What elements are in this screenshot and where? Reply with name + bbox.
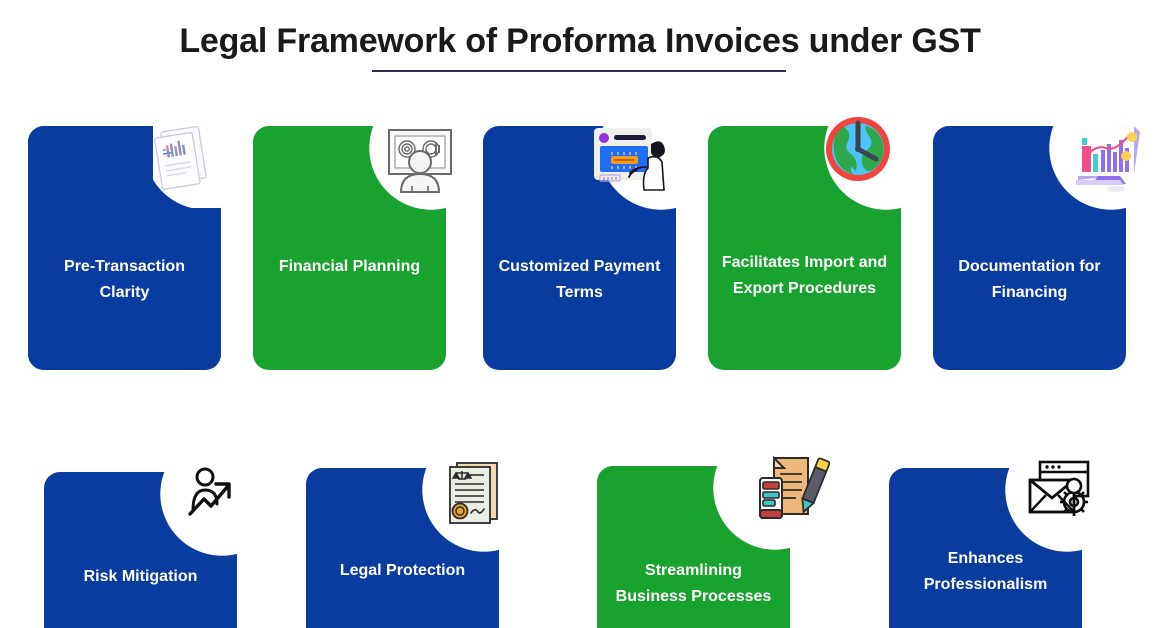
card-label: Facilitates Import and Export Procedures — [721, 254, 888, 297]
card-label: Legal Protection — [339, 562, 466, 579]
card-streamlining-business-processes[interactable]: Streamlining Business Processes — [597, 466, 790, 628]
page-title-block: Legal Framework of Proforma Invoices und… — [0, 0, 1160, 61]
card-pre-transaction-clarity[interactable]: Pre-Transaction Clarity — [28, 126, 221, 370]
card-label: Pre-Transaction Clarity — [64, 258, 185, 301]
globe-clock-icon — [822, 113, 894, 185]
page-title: Legal Framework of Proforma Invoices und… — [179, 22, 981, 60]
documents-chart-icon — [148, 122, 218, 194]
document-pen-phone-icon — [756, 452, 830, 524]
person-presentation-icon — [383, 124, 457, 194]
card-label: Documentation for Financing — [958, 258, 1101, 301]
card-label: Customized Payment Terms — [498, 258, 661, 301]
online-payment-screen-icon — [590, 122, 670, 196]
title-underline — [372, 70, 786, 72]
card-background-fill — [597, 466, 790, 628]
person-growth-arrow-icon — [180, 466, 242, 524]
monitor-analytics-icon — [1062, 120, 1144, 194]
email-gear-browser-icon — [1026, 458, 1096, 524]
card-label: Streamlining Business Processes — [615, 562, 772, 605]
card-label: Financial Planning — [278, 258, 421, 275]
card-label: Risk Mitigation — [83, 568, 198, 585]
card-label: Enhances Professionalism — [923, 550, 1048, 593]
legal-document-seal-icon — [443, 457, 509, 527]
